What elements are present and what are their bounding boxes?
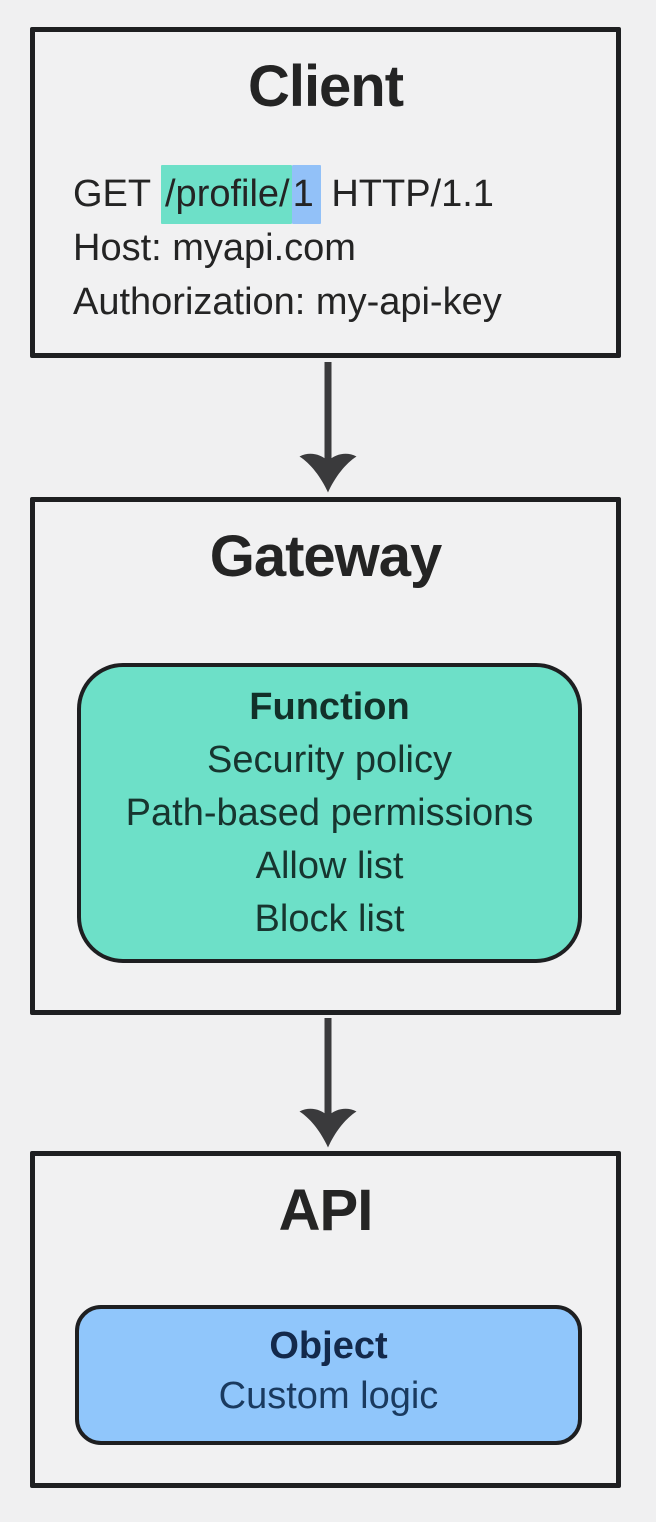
api-title: API	[278, 1178, 374, 1243]
client-node: Client GET /profile/1 HTTP/1.1 Host: mya…	[30, 27, 621, 358]
client-title: Client	[247, 54, 404, 119]
object-box-item: Custom logic	[218, 1375, 439, 1417]
function-box: Function Security policy Path-based perm…	[77, 663, 582, 963]
function-box-item: Path-based permissions	[125, 792, 534, 834]
object-box-title: Object	[269, 1325, 388, 1367]
arrow-client-to-gateway-icon	[299, 362, 357, 493]
arrow-head	[299, 1108, 357, 1148]
method-text: GET	[73, 173, 161, 215]
param-highlight: 1	[291, 165, 321, 224]
arrow-shaft	[324, 1018, 332, 1121]
object-box: Object Custom logic	[75, 1305, 582, 1445]
gateway-title: Gateway	[209, 524, 443, 589]
api-node: API Object Custom logic	[30, 1151, 621, 1488]
host-line: Host: myapi.com	[73, 227, 356, 269]
http-request-block: GET /profile/1 HTTP/1.1 Host: myapi.com …	[73, 165, 502, 329]
gateway-node: Gateway Function Security policy Path-ba…	[30, 497, 621, 1015]
function-box-title: Function	[249, 686, 410, 728]
path-highlight: /profile/	[161, 165, 292, 224]
arrow-gateway-to-api-icon	[299, 1018, 357, 1148]
function-box-item: Allow list	[255, 845, 404, 887]
function-box-item: Block list	[254, 898, 405, 940]
function-box-item: Security policy	[207, 739, 452, 781]
arrow-head	[299, 453, 357, 493]
request-line: GET /profile/1 HTTP/1.1	[73, 165, 502, 224]
protocol-text: HTTP/1.1	[320, 173, 494, 215]
authorization-line: Authorization: my-api-key	[73, 281, 502, 323]
arrow-shaft	[324, 362, 332, 466]
